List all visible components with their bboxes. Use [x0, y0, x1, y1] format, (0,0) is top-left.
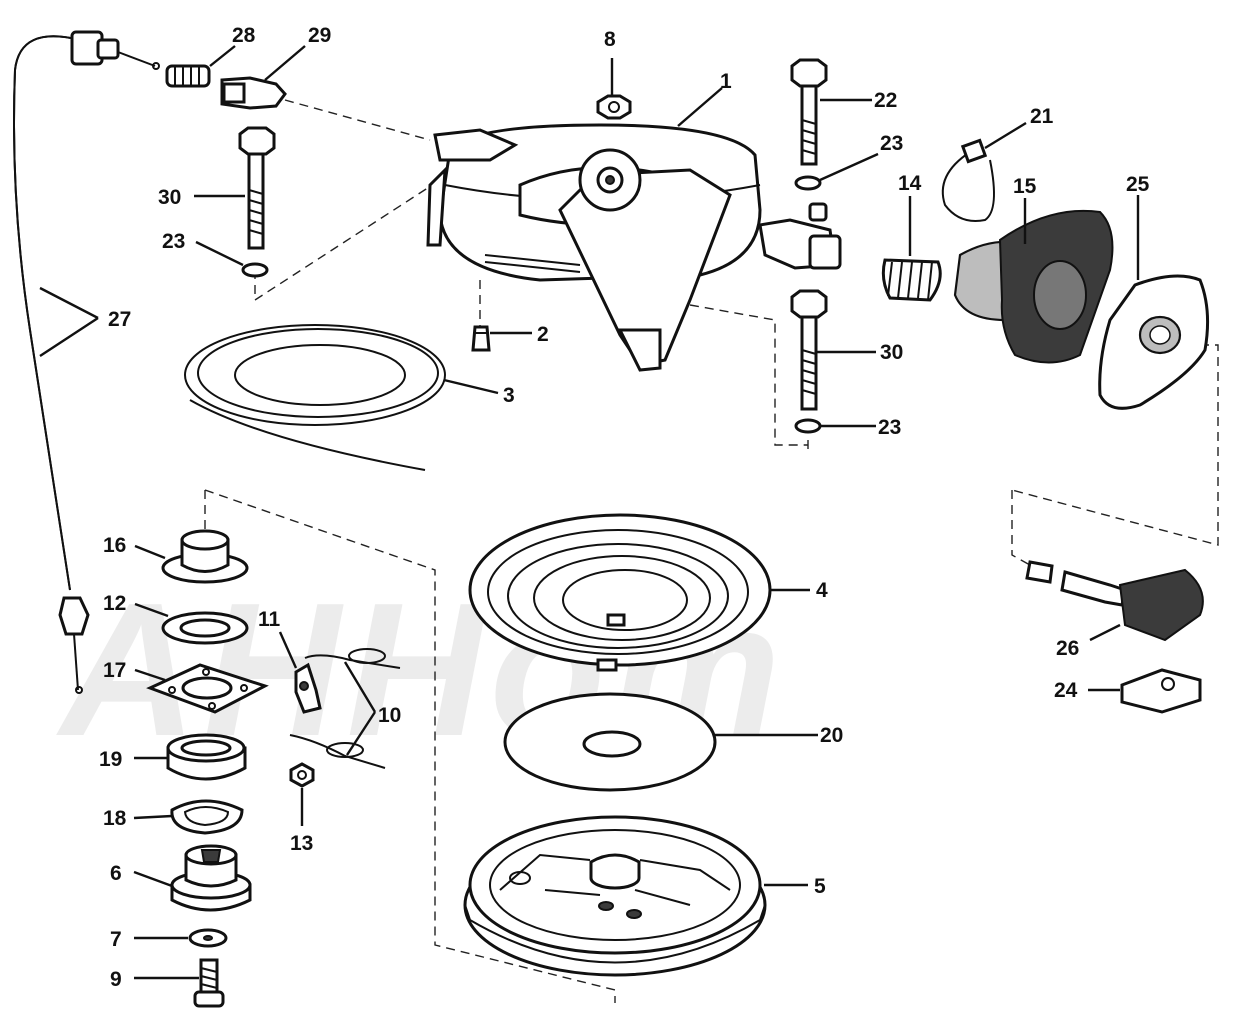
part-5-pulley [463, 815, 767, 977]
callout-labels: 1 2 3 4 5 6 7 8 9 10 11 12 13 14 15 16 1… [99, 24, 1150, 991]
callout-4: 4 [816, 579, 828, 602]
part-17-plate [146, 663, 269, 714]
part-15-rope-guide [953, 209, 1114, 364]
callout-27: 27 [108, 308, 131, 331]
part-9-screw [193, 958, 225, 1008]
callout-8: 8 [604, 28, 616, 51]
callout-23-right: 23 [878, 416, 901, 439]
part-11-pawl [294, 662, 322, 714]
callout-9: 9 [110, 968, 122, 991]
callout-25: 25 [1126, 173, 1150, 196]
part-19-bushing [166, 733, 247, 781]
callout-6: 6 [110, 862, 122, 885]
part-21-tie-strap [941, 138, 995, 222]
callout-19: 19 [99, 748, 122, 771]
part-25-plate [1098, 274, 1210, 410]
callout-21: 21 [1030, 105, 1054, 128]
part-14-spring [881, 258, 942, 302]
part-24-block [1120, 668, 1202, 714]
callout-23-left: 23 [162, 230, 185, 253]
callout-10: 10 [378, 704, 401, 727]
part-3-rope [184, 324, 446, 471]
assembly-guide-lines [204, 99, 1219, 1003]
part-4-recoil-spring [468, 513, 772, 672]
part-18-seal [170, 799, 244, 835]
callout-24: 24 [1054, 679, 1078, 702]
callout-23-top: 23 [880, 132, 903, 155]
callout-7: 7 [110, 928, 122, 951]
callout-17: 17 [103, 659, 126, 682]
callout-12: 12 [103, 592, 126, 615]
callout-13: 13 [290, 832, 313, 855]
part-26-handle [1025, 560, 1204, 642]
part-10-links [289, 648, 401, 769]
part-28-spring [165, 64, 211, 88]
callout-30-right: 30 [880, 341, 903, 364]
part-29-plunger [220, 76, 287, 110]
part-12-washer [161, 611, 249, 645]
callout-3: 3 [503, 384, 515, 407]
callout-18: 18 [103, 807, 127, 830]
leader-lines [39, 45, 1140, 980]
part-6-hub [170, 844, 252, 912]
part-2-pin [471, 325, 491, 352]
part-27-throttle-cable [13, 30, 160, 694]
callout-22: 22 [874, 89, 897, 112]
callout-29: 29 [308, 24, 331, 47]
callout-28: 28 [232, 24, 256, 47]
part-30-bolt-right [790, 289, 828, 411]
part-16-cap [161, 529, 249, 584]
callout-11: 11 [258, 608, 281, 631]
part-13-clip [289, 762, 315, 788]
callout-16: 16 [103, 534, 126, 557]
part-30-bolt-left [238, 126, 276, 250]
part-23-washers [241, 175, 822, 434]
callout-20: 20 [820, 724, 843, 747]
callout-26: 26 [1056, 637, 1079, 660]
callout-30-left: 30 [158, 186, 181, 209]
part-22-bolt [790, 58, 828, 166]
callout-1: 1 [720, 70, 732, 93]
part-20-disc [503, 692, 717, 792]
callout-15: 15 [1013, 175, 1037, 198]
callout-2: 2 [537, 323, 549, 346]
callout-14: 14 [898, 172, 922, 195]
part-8-nut [596, 94, 632, 120]
callout-5: 5 [814, 875, 826, 898]
part-1-starter-housing [426, 123, 842, 372]
part-7-washer [188, 928, 228, 948]
